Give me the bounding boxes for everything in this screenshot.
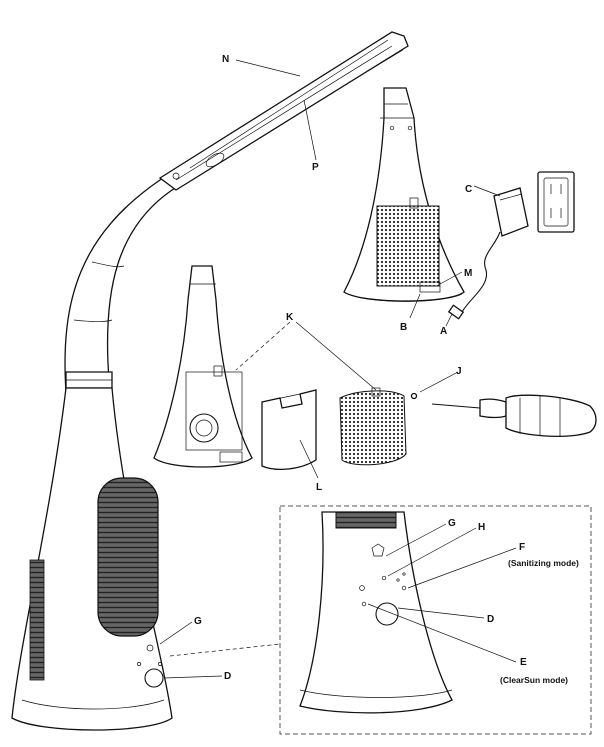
label-j: J	[456, 366, 462, 377]
detail-inset-frame	[279, 505, 592, 735]
rear-view-drawing	[343, 87, 465, 302]
label-l: L	[316, 482, 322, 493]
label-e: E	[520, 657, 527, 668]
label-a: A	[440, 326, 447, 337]
callout-labels: N P C M B A K J L G D G H F (Sanitizing …	[194, 54, 579, 685]
label-g-detail: G	[448, 518, 456, 529]
main-unit-drawing	[11, 31, 409, 731]
control-panel-detail	[299, 511, 453, 714]
label-g-main: G	[194, 616, 202, 627]
screwdriver-drawing	[410, 392, 597, 438]
label-f: F	[519, 542, 525, 553]
filter-drawing	[261, 389, 317, 471]
note-clearsun-mode: (ClearSun mode)	[500, 675, 568, 685]
open-back-drawing	[153, 265, 253, 468]
power-adapter-drawing	[447, 171, 575, 320]
label-n: N	[222, 54, 229, 65]
label-d-main: D	[224, 671, 231, 682]
label-m: M	[464, 268, 472, 279]
leader-lines	[159, 59, 517, 679]
label-c: C	[465, 184, 472, 195]
label-b: B	[400, 322, 407, 333]
note-sanitizing-mode: (Sanitizing mode)	[508, 558, 579, 568]
label-p: P	[312, 162, 319, 173]
label-h: H	[478, 522, 485, 533]
grille-cover-drawing	[339, 387, 407, 466]
label-d-detail: D	[487, 614, 494, 625]
label-k: K	[286, 312, 294, 323]
